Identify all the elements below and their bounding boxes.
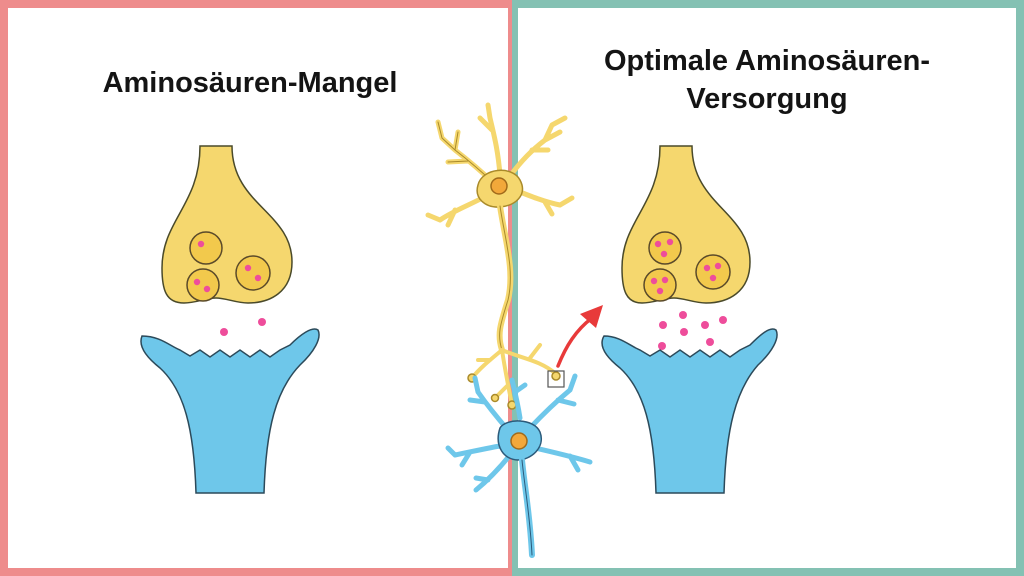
left-postsynaptic-terminal: [140, 328, 320, 494]
left-neurotransmitter: [220, 328, 228, 336]
right-vesicle: [643, 268, 677, 302]
right-neurotransmitter: [706, 338, 714, 346]
left-panel-title: Aminosäuren-Mangel: [102, 67, 398, 99]
red-arrow-icon: [556, 305, 603, 368]
left-neurotransmitter: [258, 318, 266, 326]
right-panel: [512, 0, 1024, 576]
left-vesicle: [189, 231, 223, 265]
zoom-box: [547, 370, 565, 388]
right-neurotransmitter: [679, 311, 687, 319]
left-synapse: [140, 145, 320, 494]
right-neurotransmitter: [701, 321, 709, 329]
left-vesicle: [235, 255, 271, 291]
right-title-line1: Optimale Aminosäuren-: [603, 45, 931, 77]
right-synapse: [601, 145, 778, 494]
right-neurotransmitter: [659, 321, 667, 329]
right-postsynaptic-terminal: [601, 328, 778, 494]
right-title-line2: Versorgung: [686, 83, 848, 115]
right-vesicle: [648, 231, 682, 265]
right-neurotransmitter: [680, 328, 688, 336]
right-neurotransmitter: [658, 342, 666, 350]
right-presynaptic-terminal: [621, 145, 751, 304]
left-presynaptic-terminal: [161, 145, 293, 304]
left-vesicle: [186, 268, 220, 302]
yellow-neuron: [425, 102, 575, 410]
right-vesicle: [695, 254, 731, 290]
blue-neuron: [445, 373, 593, 558]
right-panel-title: Optimale Aminosäuren- Versorgung: [552, 42, 982, 118]
right-neurotransmitter: [719, 316, 727, 324]
